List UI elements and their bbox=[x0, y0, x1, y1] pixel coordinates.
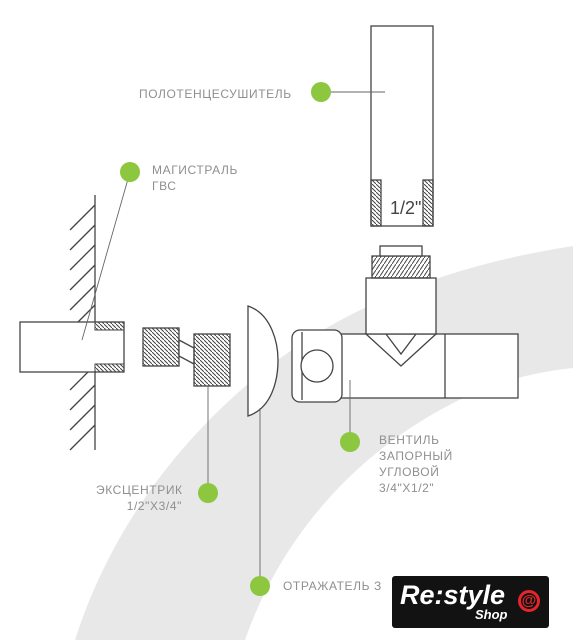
valve-label-line3: УГЛОВОЙ bbox=[379, 465, 440, 479]
logo-main-text: Re:style bbox=[400, 580, 506, 610]
main-line-label-line1: МАГИСТРАЛЬ bbox=[152, 163, 238, 177]
wall bbox=[69, 195, 96, 451]
eccentric bbox=[142, 327, 231, 387]
restyle-shop-logo: Re:style Shop @ bbox=[392, 576, 549, 628]
valve-label-line2: ЗАПОРНЫЙ bbox=[379, 449, 453, 463]
towel-dryer-label: ПОЛОТЕНЦЕСУШИТЕЛЬ bbox=[139, 87, 292, 101]
eccentric-label-line2: 1/2"Х3/4" bbox=[126, 499, 182, 513]
eccentric-label-line1: ЭКСЦЕНТРИК bbox=[96, 483, 183, 497]
main-line-marker bbox=[120, 162, 140, 182]
angle-valve bbox=[291, 245, 519, 403]
valve-label-line4: 3/4"Х1/2" bbox=[379, 481, 435, 495]
leader-lines bbox=[81, 91, 385, 586]
main-line-label: МАГИСТРАЛЬ ГВС bbox=[152, 162, 238, 194]
main-line-label-line2: ГВС bbox=[152, 179, 177, 193]
main-pipe bbox=[19, 321, 125, 373]
at-sign-icon: @ bbox=[518, 590, 540, 612]
valve-marker bbox=[340, 432, 360, 452]
valve-label-line1: ВЕНТИЛЬ bbox=[379, 433, 440, 447]
towel-dryer-marker bbox=[311, 82, 331, 102]
eccentric-label: ЭКСЦЕНТРИК 1/2"Х3/4" bbox=[96, 482, 182, 514]
towel-dryer-pipe bbox=[370, 25, 434, 227]
reflector-marker bbox=[250, 576, 270, 596]
eccentric-marker bbox=[198, 483, 218, 503]
logo-sub-text: Shop bbox=[475, 607, 508, 622]
pipe-size-label: 1/2" bbox=[390, 198, 421, 218]
valve-label: ВЕНТИЛЬ ЗАПОРНЫЙ УГЛОВОЙ 3/4"Х1/2" bbox=[379, 432, 453, 496]
reflector-label: ОТРАЖАТЕЛЬ З bbox=[283, 579, 382, 593]
